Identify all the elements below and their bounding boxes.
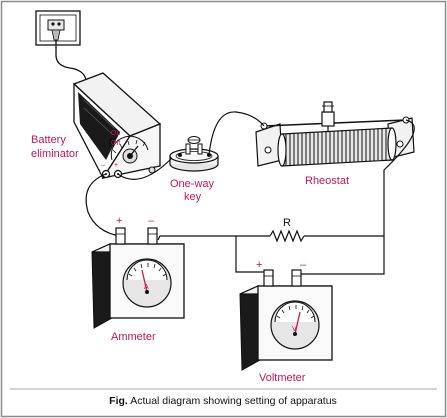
battery-eliminator-label-line1: Battery	[31, 134, 66, 146]
voltmeter	[239, 269, 333, 371]
voltmeter-dial-letter: V	[292, 326, 297, 333]
one-way-key-label-line1: One-way	[170, 178, 215, 190]
eliminator-plus-mark: +	[114, 162, 118, 169]
voltmeter-label: Voltmeter	[259, 372, 306, 384]
ammeter-label: Ammeter	[111, 331, 156, 343]
mains-cable	[55, 40, 87, 81]
voltmeter-plus-mark: +	[256, 259, 262, 271]
resistor-zigzag	[269, 229, 305, 243]
wall-socket	[35, 10, 81, 46]
on-label: On	[111, 130, 120, 137]
off-label: Off	[111, 140, 120, 147]
wire-rheostat-to-resistor	[304, 119, 415, 237]
figure-caption: Fig. Actual diagram showing setting of a…	[109, 395, 337, 407]
ammeter-dial-letter: A	[144, 284, 149, 291]
caption-prefix: Fig.	[109, 395, 128, 407]
wire-eliminator-to-ammeter	[85, 173, 121, 237]
resistor-label: R	[283, 217, 291, 229]
wire-eliminator-to-key	[117, 157, 173, 180]
ammeter-minus-mark: –	[148, 215, 155, 227]
eliminator-minus-mark: –	[101, 162, 105, 169]
one-way-key	[169, 136, 219, 172]
wire-voltmeter-plus	[235, 236, 268, 273]
caption-text: Actual diagram showing setting of appara…	[130, 395, 337, 407]
wire-voltmeter-minus	[296, 236, 385, 275]
one-way-key-label-line2: key	[184, 191, 202, 203]
rheostat-coil	[285, 128, 387, 166]
wire-resistor-to-ammeter	[157, 235, 270, 241]
ammeter	[91, 227, 185, 329]
rheostat-label: Rheostat	[305, 175, 349, 187]
voltmeter-minus-mark: –	[300, 259, 307, 271]
wire-key-to-rheostat	[208, 111, 265, 156]
rheostat	[255, 101, 415, 167]
battery-eliminator-label-line2: eliminator	[31, 148, 79, 160]
ammeter-plus-mark: +	[116, 215, 122, 227]
circuit-wires	[85, 111, 415, 275]
battery-eliminator	[72, 72, 162, 180]
